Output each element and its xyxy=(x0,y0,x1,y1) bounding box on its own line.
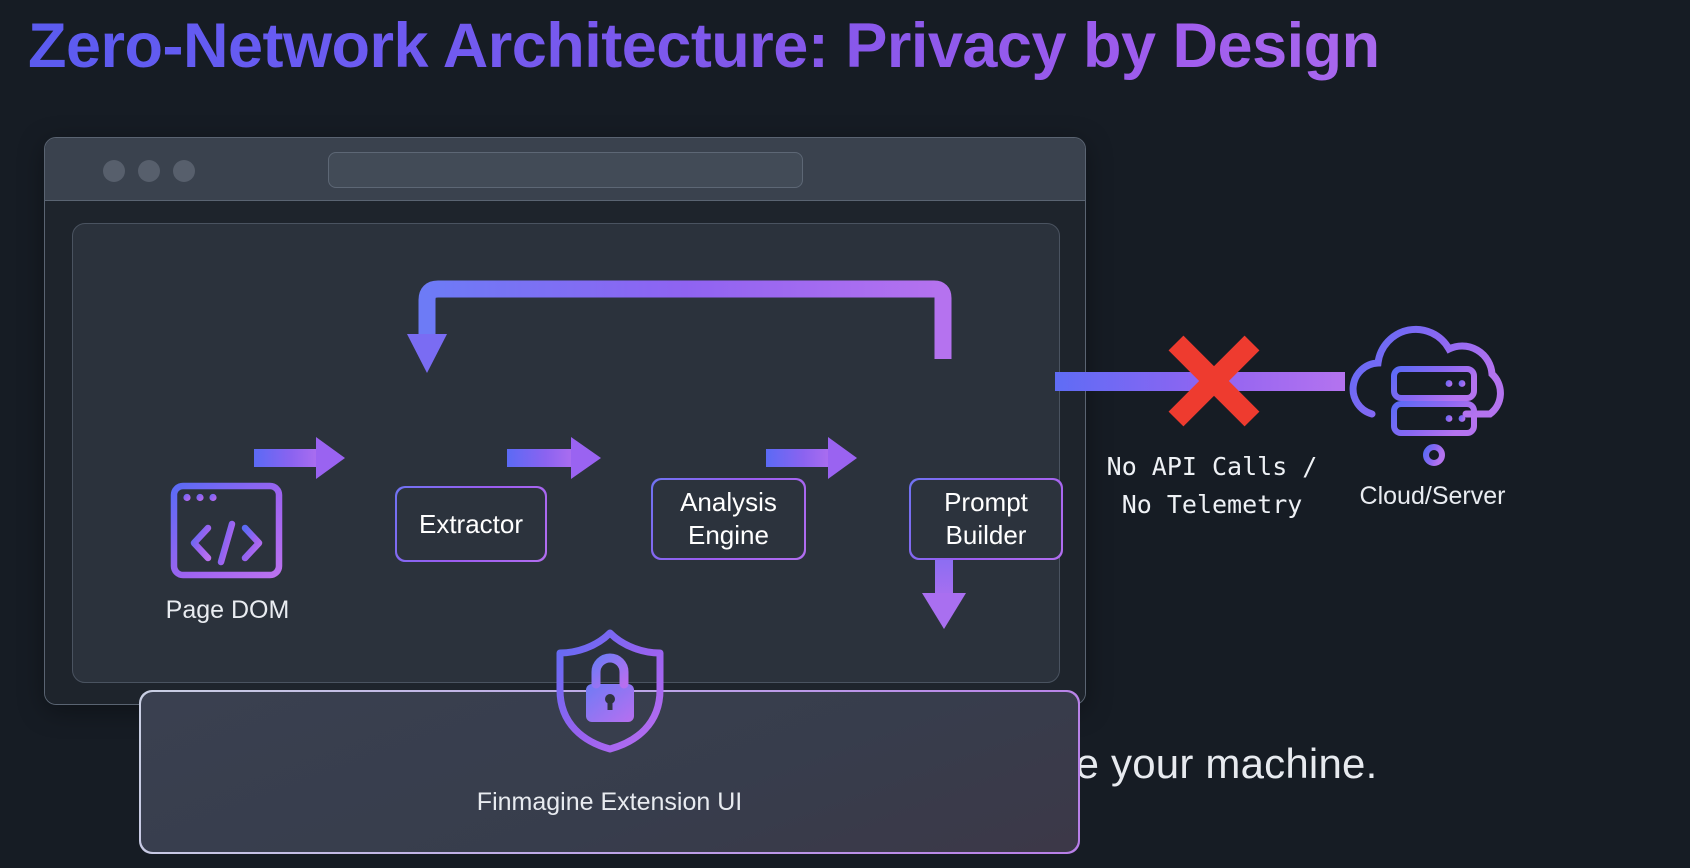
no-api-calls-label: No API Calls / No Telemetry xyxy=(1106,452,1318,519)
window-maximize-dot[interactable] xyxy=(173,160,195,182)
shield-lock-icon xyxy=(548,628,672,753)
lock-shackle xyxy=(591,653,629,689)
code-window-icon xyxy=(170,482,283,579)
node-prompt-builder-label: Prompt Builder xyxy=(944,487,1028,550)
node-extractor-label: Extractor xyxy=(418,508,524,539)
url-bar[interactable] xyxy=(328,152,803,188)
shield-outline xyxy=(556,629,664,753)
node-analysis-engine[interactable]: Analysis Engine xyxy=(651,478,806,560)
cloud-server-label: Cloud/Server xyxy=(1359,482,1506,510)
flow-arrows-layer xyxy=(254,280,966,629)
cloud-server-icon xyxy=(1334,322,1530,474)
lock-keyhole-slot xyxy=(607,699,613,710)
window-minimize-dot[interactable] xyxy=(138,160,160,182)
network-node-icon xyxy=(1423,444,1445,466)
server-unit-top xyxy=(1391,366,1477,401)
feedback-loop-path xyxy=(418,280,952,359)
node-extractor[interactable]: Extractor xyxy=(395,486,547,562)
node-prompt-builder[interactable]: Prompt Builder xyxy=(909,478,1063,560)
feedback-loop-arrowhead xyxy=(407,334,447,373)
node-analysis-engine-label: Analysis Engine xyxy=(680,487,777,550)
extension-ui-label: Finmagine Extension UI xyxy=(476,788,743,816)
browser-titlebar xyxy=(45,138,1085,201)
arrow-analysis-to-prompt xyxy=(766,437,857,479)
browser-viewport: Finmagine Extension UI xyxy=(45,201,1085,854)
red-x-icon xyxy=(1164,331,1264,431)
window-close-dot[interactable] xyxy=(103,160,125,182)
arrow-extractor-to-analysis xyxy=(507,437,601,479)
page-title: Zero-Network Architecture: Privacy by De… xyxy=(28,4,1662,88)
browser-window-mock: Finmagine Extension UI xyxy=(44,137,1086,854)
cloud-outline xyxy=(1349,325,1504,418)
arrow-dom-to-extractor xyxy=(254,437,345,479)
page-dom-label: Page DOM xyxy=(165,596,290,624)
